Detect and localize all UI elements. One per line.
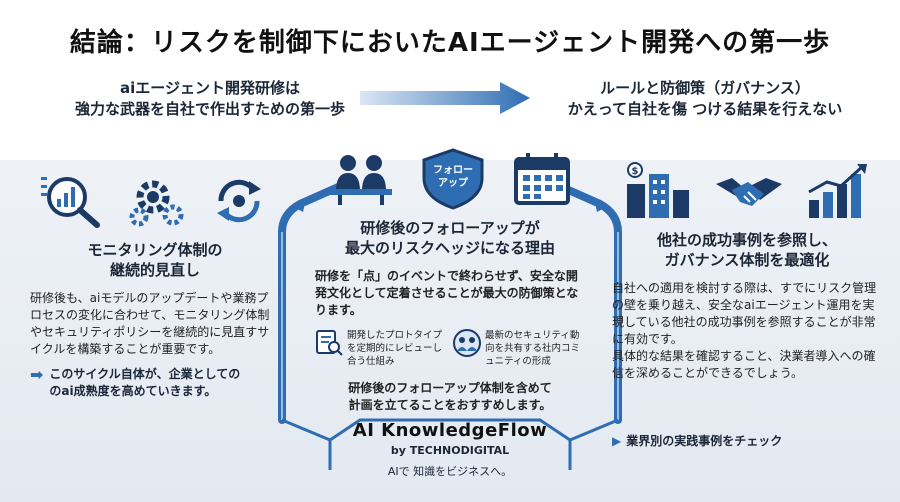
gears-icon <box>129 180 184 227</box>
shield-line2: アップ <box>438 178 468 189</box>
magnifier-chart-icon <box>41 177 100 228</box>
meeting-people-icon <box>330 155 392 205</box>
svg-text:$: $ <box>631 166 638 177</box>
left-note: ➡ このサイクル自体が、企業としての のai成熟度を高めていきます。 <box>30 366 280 400</box>
right-heading-line2: ガバナンス体制を最適化 <box>664 251 830 269</box>
left-heading-line2: 継続的見直し <box>109 261 200 279</box>
lead-right: ルールと防御策（ガバナンス） かえって自社を傷 つける結果を行えない <box>540 78 870 120</box>
brand-tagline: AIで 知識をビジネスへ。 <box>387 465 513 478</box>
right-arrow-icon <box>360 82 530 114</box>
left-icon-row <box>30 170 280 232</box>
middle-closing: 研修後のフォローアップ体制を含めて 計画を立てることをおすすめします。 <box>315 380 585 414</box>
left-heading: モニタリング体制の 継続的見直し <box>30 240 280 280</box>
refresh-cycle-icon <box>217 179 261 223</box>
review-document-icon <box>316 330 343 356</box>
arrow-right-icon: ➡ <box>30 365 44 384</box>
left-heading-line1: モニタリング体制の <box>87 241 223 259</box>
brand-by: by TECHNODIGITAL <box>390 444 510 457</box>
page-title: 結論：リスクを制御下においたAIエージェント開発への第一歩 <box>69 28 831 58</box>
lead-right-line2: かえって自社を傷 つける結果を行えない <box>567 100 843 118</box>
community-people-icon <box>453 329 481 357</box>
mini-review: 開発したプロトタイプを定期的にレビューし合う仕組み <box>315 329 447 368</box>
mini-review-text: 開発したプロトタイプを定期的にレビューし合う仕組み <box>347 330 443 367</box>
footer-logo: AI KnowledgeFlow by TECHNODIGITAL AIで 知識… <box>330 420 570 479</box>
mini-community: 最新のセキュリティ動向を共有する社内コミュニティの形成 <box>453 329 585 368</box>
left-note-line1: このサイクル自体が、企業としての <box>49 367 241 381</box>
mini-community-text: 最新のセキュリティ動向を共有する社内コミュニティの形成 <box>485 330 581 367</box>
brand-name: AI KnowledgeFlow <box>352 420 548 441</box>
right-heading-line1: 他社の成功事例を参照し、 <box>656 231 837 249</box>
middle-body: 研修を「点」のイベントで終わらせず、安全な開発文化として定着させることが最大の防… <box>315 269 579 317</box>
lead-left-line2: 強力な武器を自社で作出すための第一歩 <box>74 100 345 118</box>
shield-line1: フォロー <box>433 165 473 176</box>
right-column: $ 他社の成功事例を参照し、 ガバナンス体制を最適化 自社への適用を検討する際は… <box>612 160 882 382</box>
right-heading: 他社の成功事例を参照し、 ガバナンス体制を最適化 <box>612 230 882 270</box>
middle-heading-line2: 最大のリスクヘッジになる理由 <box>344 239 555 257</box>
right-body-1: 自社への適用を検討する際は、すでにリスク管理の壁を乗り越え、安全なaiエージェン… <box>612 281 877 346</box>
play-triangle-icon: ▶ <box>612 434 622 448</box>
lead-right-line1: ルールと防御策（ガバナンス） <box>600 79 810 97</box>
lead-left: aiエージェント開発研修は 強力な武器を自社で作出すための第一歩 <box>40 78 380 120</box>
middle-closing-line2: 計画を立てることをおすすめします。 <box>348 398 552 412</box>
right-icon-row: $ <box>612 160 882 222</box>
middle-column: フォロー アップ 研修後のフォローアップが 最大のリスクヘッジになる理由 研修を… <box>315 148 585 414</box>
buildings-icon: $ <box>626 162 689 218</box>
shield-badge: フォロー アップ <box>420 148 486 210</box>
lead-left-line1: aiエージェント開発研修は <box>120 79 300 97</box>
calendar-icon <box>514 153 570 205</box>
left-body: 研修後も、aiモデルのアップデートや業務プロセスの変化に合わせて、モニタリング体… <box>30 291 270 356</box>
case-study-link-text: 業界別の実践事例をチェック <box>626 434 783 448</box>
shield-icon <box>422 148 484 210</box>
middle-mini-row: 開発したプロトタイプを定期的にレビューし合う仕組み 最新のセキュリティ動向を共有… <box>315 329 585 368</box>
middle-closing-line1: 研修後のフォローアップ体制を含めて <box>348 381 552 395</box>
right-body-2: 具体的な結果を確認すること、決業者導入への確信を深めることができるでしょう。 <box>612 349 876 380</box>
left-column: モニタリング体制の 継続的見直し 研修後も、aiモデルのアップデートや業務プロセ… <box>30 170 280 400</box>
handshake-icon <box>715 178 782 206</box>
case-study-link[interactable]: ▶ 業界別の実践事例をチェック <box>612 432 782 449</box>
middle-heading-line1: 研修後のフォローアップが <box>360 219 540 237</box>
growth-bar-chart-icon <box>808 164 868 218</box>
middle-icon-row: フォロー アップ <box>315 148 585 210</box>
left-note-line2: のai成熟度を高めていきます。 <box>49 384 217 398</box>
middle-heading: 研修後のフォローアップが 最大のリスクヘッジになる理由 <box>315 218 585 258</box>
